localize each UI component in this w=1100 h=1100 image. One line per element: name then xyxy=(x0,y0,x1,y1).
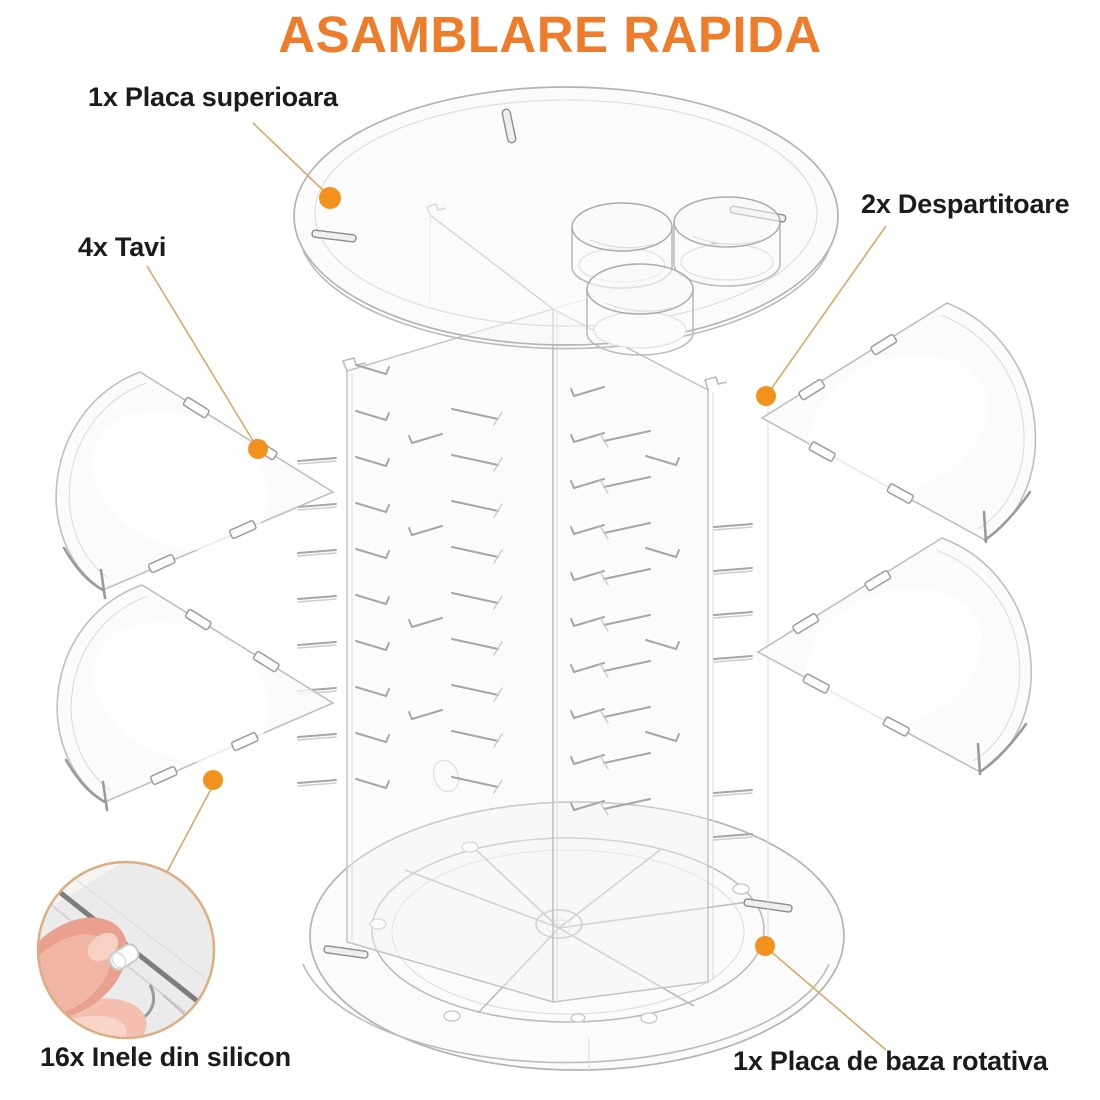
label-silicone-rings: 16x Inele din silicon xyxy=(40,1042,291,1072)
callout-dot-silicone-rings xyxy=(203,770,223,790)
peg xyxy=(713,523,753,531)
cup-holder xyxy=(673,196,781,287)
label-trays: 4x Tavi xyxy=(78,232,167,262)
callout-dot-top-plate xyxy=(319,187,341,209)
cup-holder xyxy=(586,263,694,356)
callout-dot-base-plate xyxy=(755,936,775,956)
divider-panels xyxy=(297,202,769,1003)
ball-foot xyxy=(640,1012,658,1024)
ball-foot xyxy=(461,841,479,853)
callout-dot-dividers xyxy=(756,386,776,406)
callouts xyxy=(146,122,887,1051)
tray-top-right xyxy=(760,302,1037,544)
peg xyxy=(297,733,337,741)
peg xyxy=(713,655,753,663)
magnifier-inset xyxy=(36,860,216,1040)
callout-line-top-plate xyxy=(252,122,328,195)
peg xyxy=(713,567,753,575)
label-base-plate: 1x Placa de baza rotativa xyxy=(733,1046,1048,1076)
peg xyxy=(297,641,337,649)
trays xyxy=(55,302,1037,812)
magnifier-circle xyxy=(36,860,216,1040)
ball-foot xyxy=(443,1010,461,1022)
callout-line-trays xyxy=(146,265,256,445)
callout-line-base-plate xyxy=(767,948,887,1051)
page-title: ASAMBLARE RAPIDA xyxy=(278,6,822,63)
tray-bottom-left xyxy=(56,584,335,812)
label-top-plate: 1x Placa superioara xyxy=(88,82,338,112)
peg xyxy=(297,549,337,557)
tray-bottom-right xyxy=(756,537,1032,776)
cup-holders xyxy=(571,196,781,356)
callout-line-dividers xyxy=(768,225,887,393)
peg xyxy=(713,611,753,619)
peg xyxy=(713,789,753,797)
peg xyxy=(297,779,337,787)
peg xyxy=(297,457,337,465)
callout-dot-trays xyxy=(248,439,268,459)
silicone-ring xyxy=(108,943,140,971)
base-plate xyxy=(302,801,845,1072)
peg xyxy=(297,595,337,603)
callout-line-silicone-rings xyxy=(166,788,212,873)
label-dividers: 2x Despartitoare xyxy=(861,189,1070,219)
top-plate xyxy=(293,86,839,350)
tray-top-left xyxy=(55,371,335,600)
ball-foot xyxy=(570,1013,586,1023)
ball-foot xyxy=(369,918,387,930)
ball-foot xyxy=(732,883,750,895)
